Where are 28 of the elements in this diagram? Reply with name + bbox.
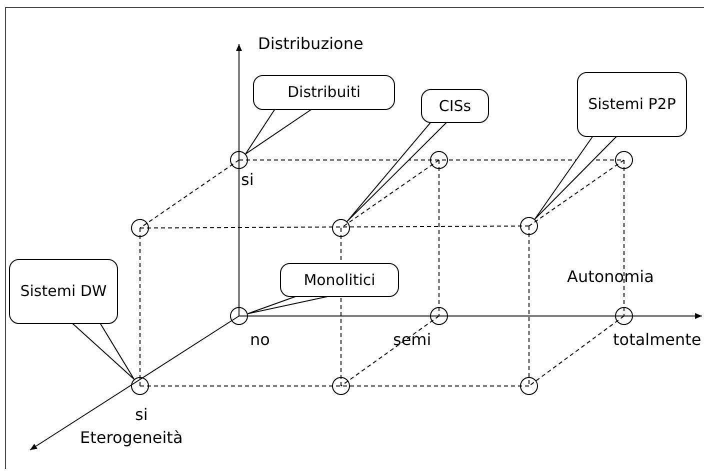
callout-pointer (245, 108, 312, 154)
circle-marker (615, 307, 633, 325)
callout-bubble: Distribuiti (253, 75, 395, 110)
circle-marker (430, 151, 448, 169)
callout-pointer (72, 322, 135, 380)
circle-marker (520, 377, 538, 395)
circle-marker (230, 307, 248, 325)
axis-value-label: si (241, 170, 254, 189)
circle-marker (230, 151, 248, 169)
circle-marker (430, 307, 448, 325)
callout-bubble: Sistemi P2P (577, 72, 687, 137)
axis-label: Eterogeneità (80, 428, 183, 447)
axis-label: Autonomia (567, 267, 654, 286)
axis-value-label: si (135, 405, 148, 424)
circle-marker (615, 151, 633, 169)
callout-bubble: Sistemi DW (9, 259, 118, 324)
callout-bubble: CISs (421, 89, 489, 123)
axis-label: Distribuzione (258, 34, 364, 53)
circle-marker (332, 219, 350, 237)
circle-marker (332, 377, 350, 395)
circle-marker (131, 377, 149, 395)
circle-marker (520, 217, 538, 235)
circle-marker (131, 219, 149, 237)
callout-pointer (534, 136, 618, 220)
axis-value-label: totalmente (613, 330, 702, 349)
axis-value-label: semi (393, 330, 432, 349)
callout-pointer (346, 122, 448, 222)
axis-value-label: no (250, 330, 270, 349)
